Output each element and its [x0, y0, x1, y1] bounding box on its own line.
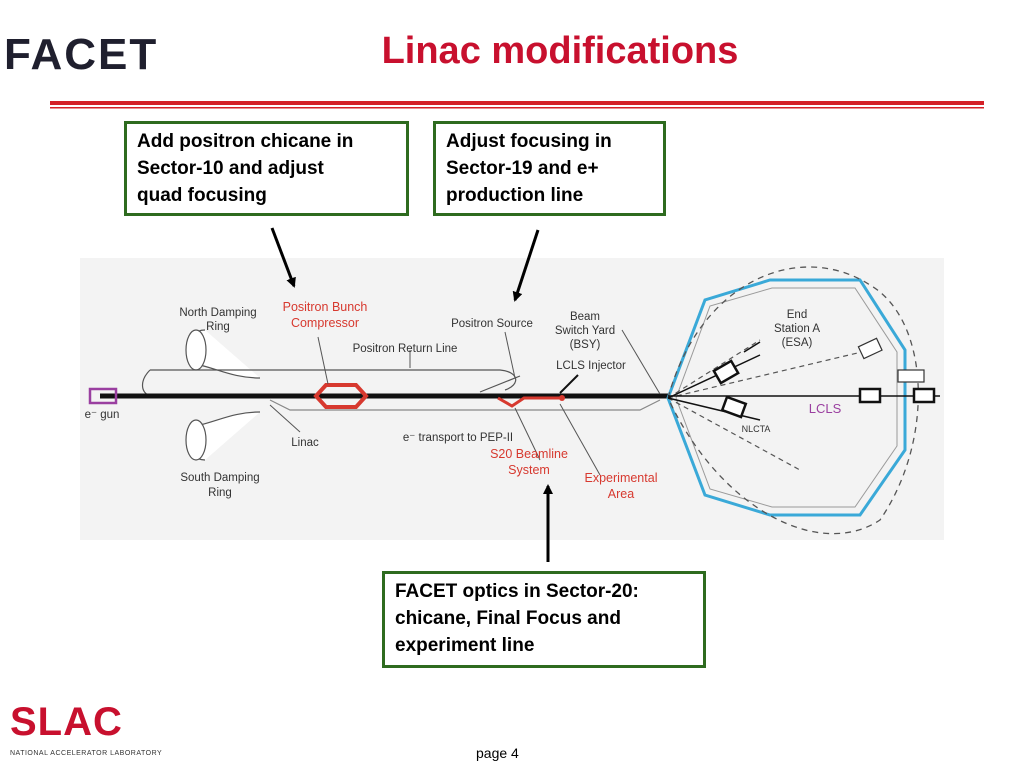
label-bsy-1: Beam [570, 311, 600, 323]
callout-sector10-line3: quad focusing [137, 185, 267, 206]
label-bsy-3: (BSY) [570, 339, 601, 351]
callout-sector19: Adjust focusing in Sector-19 and e+ prod… [433, 121, 666, 216]
label-lcls: LCLS [809, 401, 842, 416]
lcls-ring [666, 278, 907, 517]
esa-box [712, 359, 740, 385]
label-s20-beamline-2: System [508, 463, 550, 477]
callout-sector19-line3: production line [446, 185, 584, 206]
label-experimental-area-2: Area [608, 487, 634, 501]
label-north-ring-2: Ring [206, 321, 230, 333]
e-transport-line [269, 399, 661, 411]
callout-sector10-line1: Add positron chicane in [137, 131, 354, 152]
slac-logo-subtext: NATIONAL ACCELERATOR LABORATORY [10, 750, 163, 757]
callout-sector20-line3: experiment line [395, 635, 535, 656]
arrow-sector19 [512, 229, 540, 302]
label-positron-source: Positron Source [451, 318, 533, 330]
label-bsy-2: Switch Yard [555, 325, 615, 337]
callout-sector19-line2: Sector-19 and e+ [446, 158, 599, 179]
facet-logo: FACET [4, 30, 158, 80]
esa-dashed-boundary [667, 266, 919, 535]
label-north-ring-1: North Damping [179, 307, 256, 319]
callout-sector20-line2: chicane, Final Focus and [395, 608, 621, 629]
slac-logo: SLAC [10, 700, 123, 745]
label-south-ring-2: Ring [208, 487, 232, 499]
header-rule [50, 101, 984, 109]
label-e-gun: e⁻ gun [85, 409, 120, 421]
label-lcls-injector: LCLS Injector [556, 360, 626, 372]
label-positron-bunch-compressor-1: Positron Bunch [283, 300, 368, 314]
label-esa-1: End [787, 309, 807, 321]
slac-logo-text: SLAC [10, 700, 123, 744]
label-esa-2: Station A [774, 323, 820, 335]
label-linac: Linac [291, 437, 319, 449]
label-south-ring-1: South Damping [180, 472, 259, 484]
label-nlcta: NLCTA [742, 424, 771, 434]
callout-sector10-line2: Sector-10 and adjust [137, 158, 324, 179]
callout-sector20: FACET optics in Sector-20: chicane, Fina… [382, 571, 706, 668]
label-experimental-area-1: Experimental [585, 471, 658, 485]
page-title: Linac modifications [381, 30, 739, 72]
callout-sector20-line1: FACET optics in Sector-20: [395, 581, 639, 602]
nlcta-box [720, 395, 748, 419]
diagram-background [80, 258, 944, 540]
facet-logo-text: FACET [4, 30, 159, 79]
label-esa-3: (ESA) [782, 337, 813, 349]
arrow-sector10 [270, 227, 296, 288]
label-e-transport: e⁻ transport to PEP-II [403, 432, 513, 444]
positron-chicane [313, 383, 369, 409]
e-gun-marker [88, 387, 118, 405]
label-positron-bunch-compressor-2: Compressor [291, 316, 359, 330]
page-number: page 4 [476, 745, 519, 761]
lcls-injector-line [559, 374, 579, 394]
label-s20-beamline-1: S20 Beamline [490, 447, 568, 461]
callout-sector10: Add positron chicane in Sector-10 and ad… [124, 121, 409, 216]
s20-beamline [497, 396, 562, 408]
callout-sector19-line1: Adjust focusing in [446, 131, 612, 152]
label-positron-return-line: Positron Return Line [353, 343, 458, 355]
